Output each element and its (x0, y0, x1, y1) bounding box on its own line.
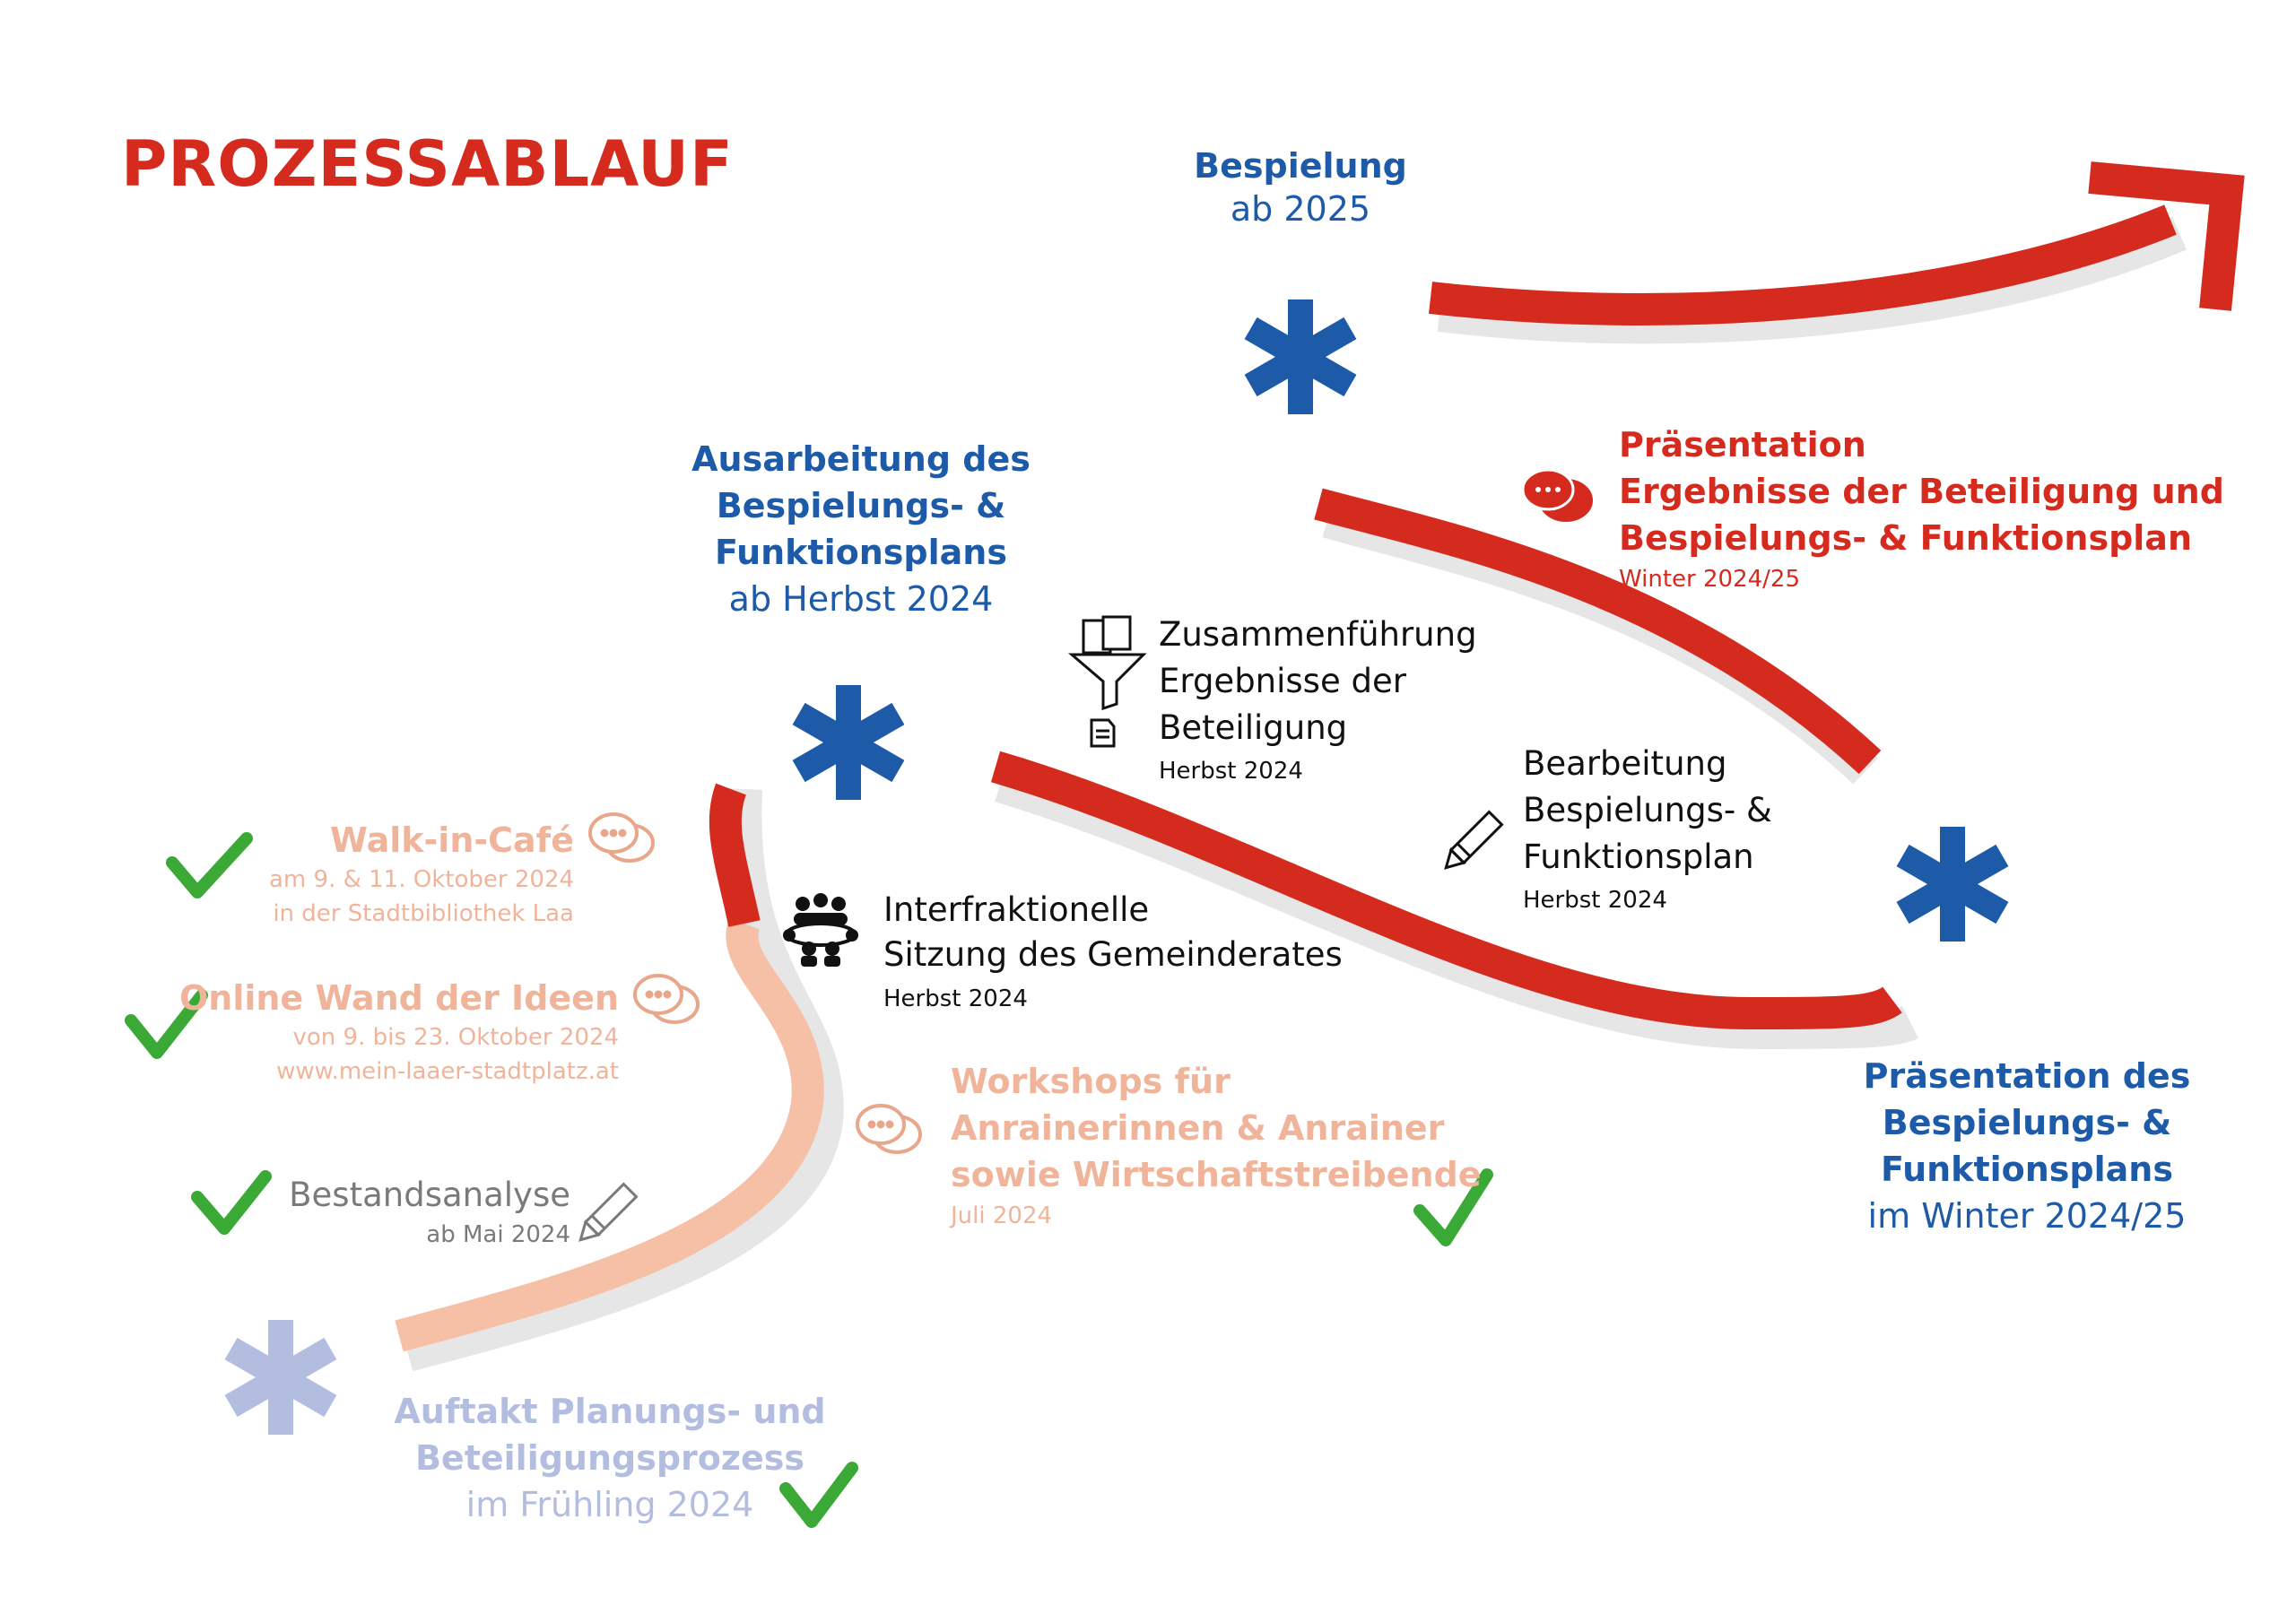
page-title: PROZESSABLAUF (121, 127, 734, 201)
check-walkin-icon (166, 832, 253, 898)
step-line: Bespielungs- & Funktionsplan (1619, 518, 2193, 558)
check-auftakt-icon (779, 1462, 858, 1528)
milestone-ausarbeitung-line: Funktionsplans (715, 533, 1007, 572)
chat-praesentation-icon (1521, 468, 1593, 522)
funnel-documents-icon (1067, 615, 1147, 748)
step-line: Interfraktionelle (883, 890, 1150, 929)
step-line: Präsentation (1619, 425, 1866, 464)
asterisk-ausarbeitung (792, 685, 905, 800)
milestone-ausarbeitung-date: ab Herbst 2024 (728, 579, 994, 619)
milestone-line: Bespielungs- & (1882, 1103, 2172, 1142)
step-line: Workshops für (951, 1062, 1231, 1101)
pencil-bestand-icon (578, 1182, 639, 1242)
step-line: Beteiligung (1159, 708, 1348, 747)
milestone-praesentation-plan: Präsentation des Bespielungs- & Funktion… (1848, 1053, 2206, 1239)
path-segment-red-upper (1314, 488, 1882, 775)
step-line: Sitzung des Gemeinderates (883, 935, 1343, 974)
step-bestand: Bestandsanalyse ab Mai 2024 (269, 1173, 570, 1252)
milestone-bespielung: Bespielung ab 2025 (1166, 145, 1435, 230)
step-walkin: Walk-in-Café am 9. & 11. Oktober 2024 in… (215, 818, 574, 931)
step-title: Bestandsanalyse (289, 1176, 570, 1214)
asterisk-bespielung (1244, 299, 1357, 414)
milestone-line: Beteiligungsprozess (414, 1438, 805, 1478)
step-online: Online Wand der Ideen von 9. bis 23. Okt… (170, 976, 619, 1089)
milestone-line: Funktionsplans (1881, 1150, 2173, 1189)
milestone-bespielung-title: Bespielung (1194, 146, 1407, 186)
step-title: Online Wand der Ideen (178, 978, 619, 1018)
check-online-icon (125, 989, 208, 1059)
milestone-line: Präsentation des (1863, 1056, 2191, 1096)
milestone-auftakt: Auftakt Planungs- und Beteiligungsprozes… (386, 1388, 834, 1528)
arrowhead (2088, 161, 2245, 311)
step-workshops: Workshops für Anrainerinnen & Anrainer s… (951, 1058, 1482, 1234)
path-segment-peach (395, 917, 824, 1352)
step-date: Juli 2024 (951, 1202, 1053, 1229)
step-zusammenfuehrung: Zusammenführung Ergebnisse der Beteiligu… (1159, 612, 1477, 791)
step-line: Bearbeitung (1523, 744, 1727, 783)
asterisk-praesentation-plan (1896, 827, 2009, 942)
milestone-line: Auftakt Planungs- und (394, 1392, 826, 1431)
milestone-ausarbeitung-line: Bespielungs- & (716, 486, 1006, 525)
step-interfraktionelle: Interfraktionelle Sitzung des Gemeindera… (883, 888, 1343, 1020)
path-segment-red-arrow (1429, 204, 2177, 326)
step-line: von 9. bis 23. Oktober 2024 (292, 1024, 619, 1051)
step-line: Ergebnisse der (1159, 662, 1406, 700)
path-segment-red-mid (990, 751, 1902, 1030)
step-line: in der Stadtbibliothek Laa (273, 900, 574, 927)
step-bearbeitung: Bearbeitung Bespielungs- & Funktionsplan… (1523, 741, 1772, 920)
step-title: Walk-in-Café (330, 820, 574, 860)
step-line: Bespielungs- & (1523, 791, 1772, 829)
asterisk-auftakt (224, 1320, 337, 1435)
step-line: www.mein-laaer-stadtplatz.at (276, 1058, 619, 1085)
step-line: Anrainerinnen & Anrainer (951, 1108, 1445, 1148)
step-date: Herbst 2024 (1523, 887, 1667, 914)
pencil-bearbeitung-icon (1444, 810, 1504, 870)
step-line: sowie Wirtschaftstreibende (951, 1155, 1482, 1194)
milestone-date: im Winter 2024/25 (1867, 1196, 2187, 1236)
step-date: Herbst 2024 (1159, 758, 1303, 785)
milestone-ausarbeitung: Ausarbeitung des Bespielungs- & Funktion… (682, 436, 1040, 622)
chat-workshops-icon (856, 1104, 922, 1154)
step-line: Funktionsplan (1523, 838, 1754, 876)
step-line: am 9. & 11. Oktober 2024 (269, 866, 574, 893)
group-meeting-icon (783, 893, 858, 967)
chat-online-icon (633, 974, 700, 1024)
check-workshops-icon (1413, 1168, 1493, 1246)
milestone-ausarbeitung-line: Ausarbeitung des (691, 439, 1031, 479)
check-bestand-icon (191, 1170, 272, 1235)
milestone-date: im Frühling 2024 (465, 1485, 754, 1524)
step-date: Winter 2024/25 (1619, 566, 1800, 593)
step-date: ab Mai 2024 (426, 1221, 570, 1248)
step-praesentation-ergebnisse: Präsentation Ergebnisse der Beteiligung … (1619, 421, 2224, 597)
chat-walkin-icon (588, 812, 655, 863)
step-line: Ergebnisse der Beteiligung und (1619, 472, 2224, 511)
step-date: Herbst 2024 (883, 985, 1028, 1012)
step-line: Zusammenführung (1159, 615, 1477, 654)
milestone-bespielung-date: ab 2025 (1230, 188, 1371, 229)
path-segment-red-low (709, 783, 761, 927)
